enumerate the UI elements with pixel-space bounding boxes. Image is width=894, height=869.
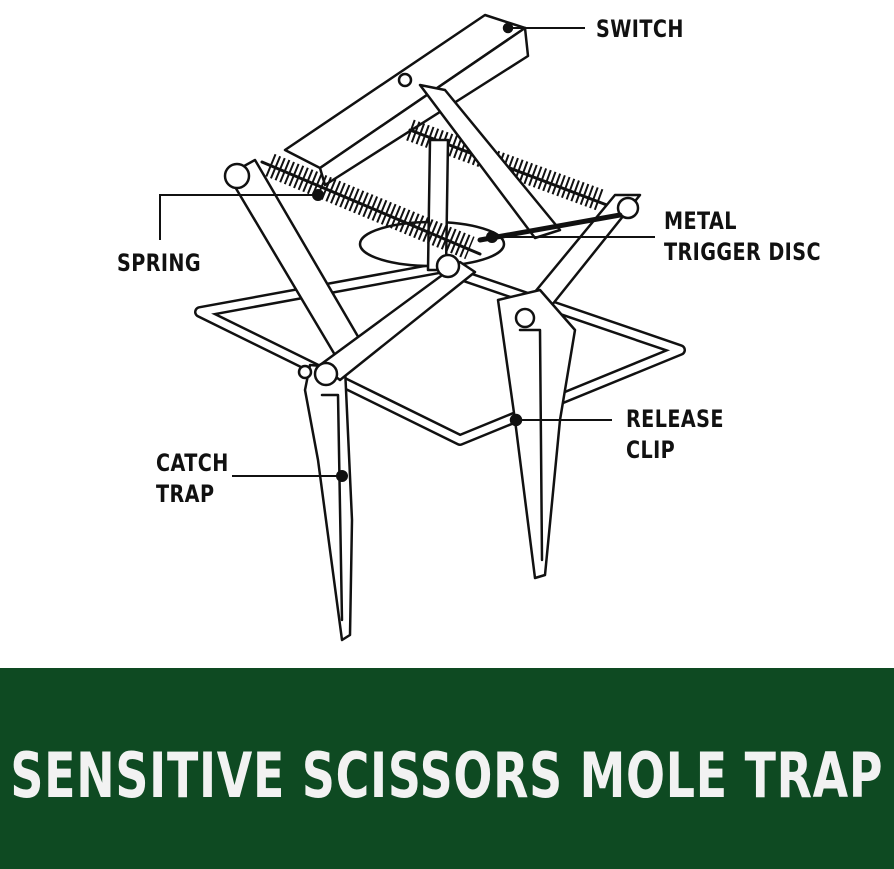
label-spring: SPRING — [117, 248, 201, 279]
left-jaw — [223, 158, 477, 642]
label-switch: SWITCH — [596, 14, 684, 45]
label-trigger-disc-text: TRIGGER DISC — [664, 238, 821, 266]
trigger-disc-leader — [486, 231, 655, 243]
title-banner: SENSITIVE SCISSORS MOLE TRAP — [0, 668, 894, 869]
label-metal-text: METAL — [664, 207, 737, 235]
label-release-text: RELEASE — [626, 405, 724, 433]
label-clip-text: CLIP — [626, 436, 676, 464]
label-switch-text: SWITCH — [596, 15, 684, 43]
mole-trap-illustration — [159, 13, 686, 642]
center-post — [426, 138, 450, 272]
right-jaw — [477, 193, 642, 580]
center-link — [418, 83, 562, 240]
label-catch-trap: CATCH TRAP — [156, 448, 229, 510]
spring-leader — [159, 189, 324, 240]
label-trap-text: TRAP — [156, 480, 215, 508]
label-release-clip: RELEASE CLIP — [626, 404, 724, 466]
front-spring — [260, 153, 482, 260]
label-catch-text: CATCH — [156, 449, 229, 477]
label-spring-text: SPRING — [117, 249, 202, 277]
switch-bar — [283, 13, 530, 187]
banner-title: SENSITIVE SCISSORS MOLE TRAP — [10, 739, 884, 812]
release-pin — [297, 364, 313, 380]
label-metal-trigger-disc: METAL TRIGGER DISC — [664, 206, 821, 268]
catch-trap-leader — [232, 470, 348, 482]
base-frame — [194, 262, 686, 446]
